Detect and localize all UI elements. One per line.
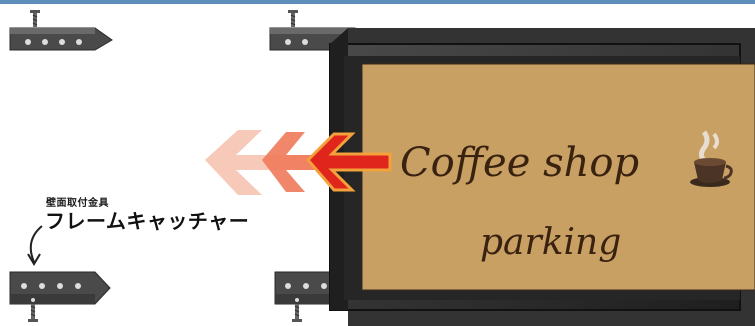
screw-icon xyxy=(30,10,40,27)
coffee-cup-icon xyxy=(690,130,733,187)
callout-title: フレームキャッチャー xyxy=(45,209,250,233)
screw-icon xyxy=(288,10,298,27)
screw-icon xyxy=(292,304,302,322)
pointer-arrow xyxy=(29,225,43,263)
header-bar xyxy=(0,0,755,4)
sign-line-2: parking xyxy=(480,222,622,263)
bracket-bottom-left xyxy=(9,271,111,322)
sign-line-1: Coffee shop xyxy=(400,140,640,186)
sign-panel xyxy=(361,63,755,291)
screw-icon xyxy=(28,304,38,322)
callout-subtitle: 壁面取付金具 xyxy=(46,198,109,209)
arrow-icon xyxy=(205,130,392,195)
bracket-top-left xyxy=(9,10,113,51)
